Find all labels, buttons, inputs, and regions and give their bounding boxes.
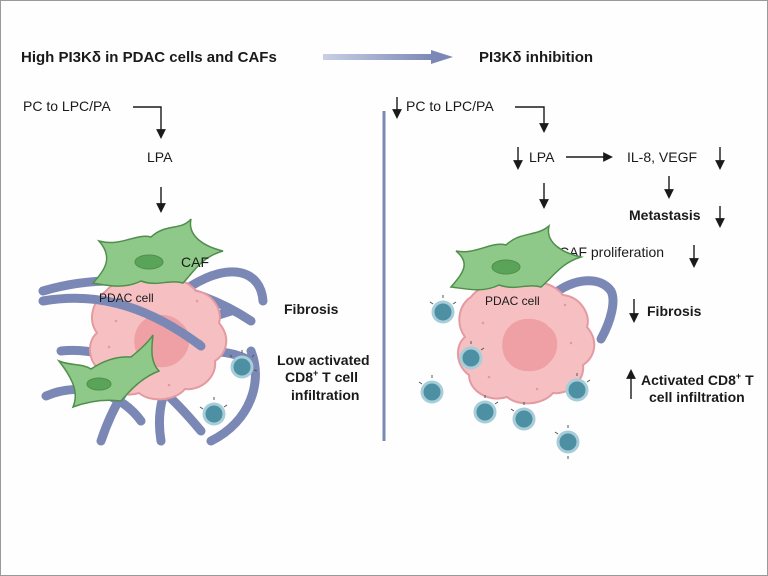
right-t-cells bbox=[418, 295, 591, 459]
right-fiber bbox=[546, 276, 618, 344]
right-tcell-line1: Activated CD8+ T bbox=[641, 371, 754, 388]
left-tcell-line2: CD8+ T cell bbox=[285, 368, 358, 385]
right-il8-label: IL-8, VEGF bbox=[627, 149, 697, 165]
right-pc-lpc-label: PC to LPC/PA bbox=[406, 98, 494, 114]
right-fibrosis-label: Fibrosis bbox=[647, 303, 702, 319]
left-caf-bottom bbox=[56, 334, 161, 409]
right-tumor-illustration: PDAC cell bbox=[418, 223, 618, 459]
right-caf bbox=[449, 223, 584, 291]
left-fibrosis-label: Fibrosis bbox=[284, 301, 339, 317]
right-caf-prolif-label: CAF proliferation bbox=[559, 244, 664, 260]
left-caf-top bbox=[91, 218, 224, 287]
left-pdac-label: PDAC cell bbox=[99, 291, 154, 305]
left-t-cells bbox=[199, 350, 258, 426]
title-left: High PI3Kδ in PDAC cells and CAFs bbox=[21, 49, 277, 66]
right-pdac-nucleus bbox=[502, 318, 558, 372]
left-arrow-pc-to-lpa bbox=[133, 106, 166, 139]
right-pdac-label: PDAC cell bbox=[485, 294, 540, 308]
transition-arrow bbox=[323, 50, 453, 64]
right-metastasis-label: Metastasis bbox=[629, 207, 701, 223]
left-lpa-label: LPA bbox=[147, 149, 173, 165]
right-arrow-pc-to-lpa bbox=[515, 106, 549, 133]
right-lpa-label: LPA bbox=[529, 149, 555, 165]
left-tcell-line3: infiltration bbox=[291, 387, 359, 403]
title-right: PI3Kδ inhibition bbox=[479, 49, 593, 66]
left-caf-label: CAF bbox=[181, 254, 209, 270]
left-pc-lpc-label: PC to LPC/PA bbox=[23, 98, 111, 114]
left-tumor-illustration: CAF PDAC cell bbox=[38, 218, 268, 446]
left-tcell-line1: Low activated bbox=[277, 352, 370, 368]
right-tcell-line2: cell infiltration bbox=[649, 389, 745, 405]
